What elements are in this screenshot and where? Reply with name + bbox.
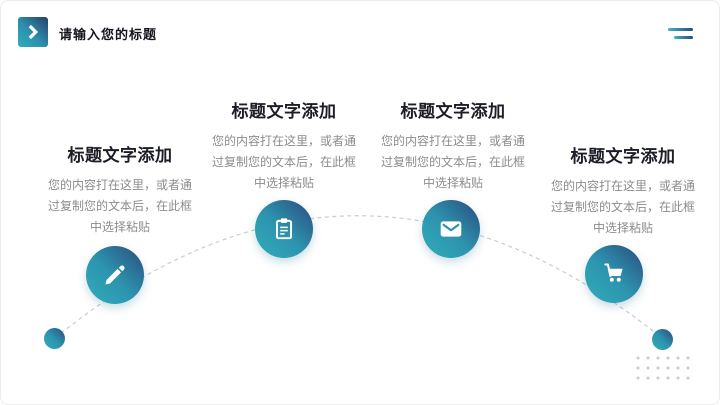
- step-1-text: 标题文字添加 您的内容打在这里，或者通过复制您的文本后，在此框中选择粘贴: [38, 141, 202, 238]
- decor-bar: [674, 36, 693, 39]
- page-title: 请输入您的标题: [59, 27, 158, 42]
- step-title: 标题文字添加: [231, 102, 337, 121]
- envelope-icon: [440, 221, 462, 237]
- corner-lines-decoration: [668, 28, 693, 39]
- step-2-circle: [255, 200, 313, 258]
- step-body: 您的内容打在这里，或者通过复制您的文本后，在此框中选择粘贴: [380, 134, 525, 190]
- header-badge: [18, 17, 48, 47]
- step-body: 您的内容打在这里，或者通过复制您的文本后，在此框中选择粘贴: [211, 134, 356, 190]
- step-2-text: 标题文字添加 您的内容打在这里，或者通过复制您的文本后，在此框中选择粘贴: [202, 97, 366, 194]
- step-3-circle: [422, 200, 480, 258]
- decor-bar: [668, 28, 693, 31]
- pencil-icon: [105, 265, 125, 285]
- step-4-text: 标题文字添加 您的内容打在这里，或者通过复制您的文本后，在此框中选择粘贴: [541, 142, 705, 239]
- clipboard-icon: [275, 218, 293, 240]
- step-title: 标题文字添加: [570, 147, 676, 166]
- step-3-text: 标题文字添加 您的内容打在这里，或者通过复制您的文本后，在此框中选择粘贴: [371, 97, 535, 194]
- step-title: 标题文字添加: [400, 102, 506, 121]
- step-body: 您的内容打在这里，或者通过复制您的文本后，在此框中选择粘贴: [47, 178, 192, 234]
- step-1-circle: [86, 246, 144, 304]
- arc-endpoint-dot-right: [652, 329, 673, 350]
- step-4-circle: [585, 245, 643, 303]
- cart-icon: [604, 263, 623, 282]
- dot-grid-decoration: [633, 353, 693, 383]
- chevron-right-icon: [28, 24, 39, 40]
- step-body: 您的内容打在这里，或者通过复制您的文本后，在此框中选择粘贴: [550, 179, 695, 235]
- step-title: 标题文字添加: [67, 146, 173, 165]
- arc-endpoint-dot-left: [44, 328, 65, 349]
